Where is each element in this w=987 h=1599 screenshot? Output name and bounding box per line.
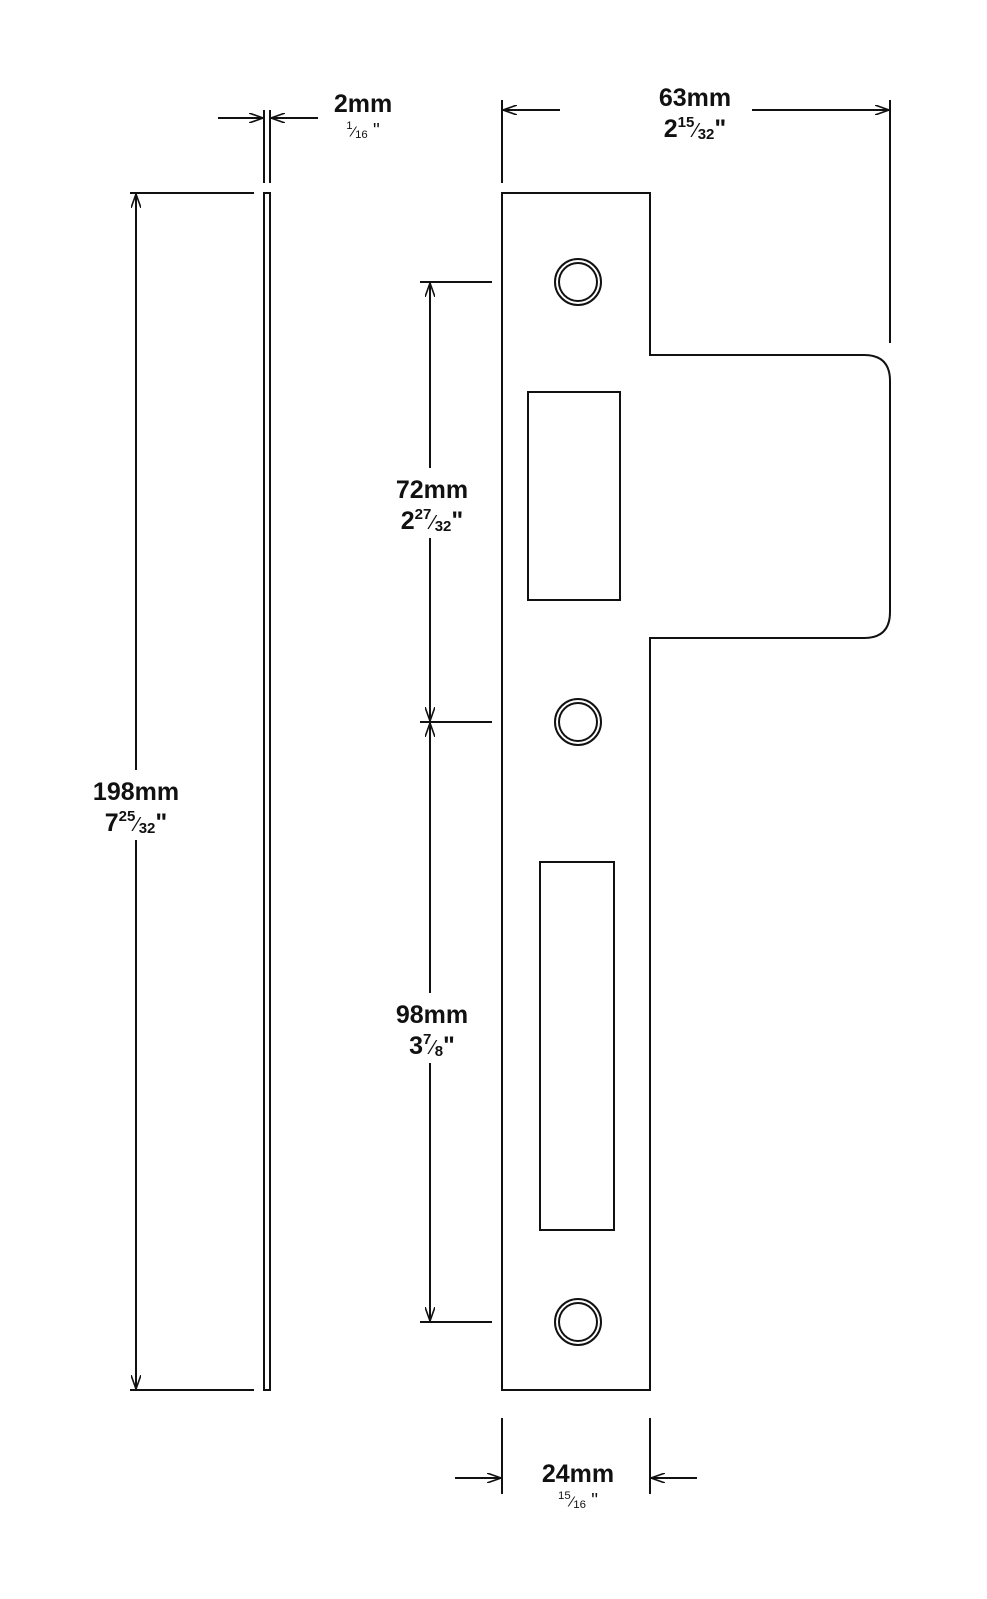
- overall-width-metric: 63mm: [658, 84, 732, 112]
- total-height-metric: 198mm: [92, 778, 180, 806]
- total-height-label: 198mm 725⁄32": [92, 778, 180, 837]
- screw-hole-bottom-inner: [558, 1302, 598, 1342]
- thickness-label: 2mm 1⁄16 ": [334, 92, 392, 142]
- overall-width-imperial: 215⁄32": [663, 114, 727, 143]
- screw-hole-top-inner: [558, 262, 598, 302]
- bolt-slot: [539, 861, 615, 1231]
- plate-width-label: 24mm 15⁄16 ": [542, 1462, 614, 1512]
- total-height-imperial: 725⁄32": [104, 808, 168, 837]
- top-spacing-metric: 72mm: [395, 476, 469, 504]
- front-view-plate: [501, 192, 891, 1391]
- plate-width-imperial: 15⁄16 ": [558, 1490, 598, 1512]
- bottom-spacing-metric: 98mm: [395, 1001, 469, 1029]
- thickness-imperial: 1⁄16 ": [346, 120, 380, 142]
- side-view-plate: [263, 192, 271, 1391]
- top-spacing-label: 72mm 227⁄32": [395, 476, 469, 535]
- latch-slot: [527, 391, 621, 601]
- bottom-spacing-imperial: 37⁄8": [409, 1031, 455, 1060]
- screw-hole-top-outer: [554, 258, 602, 306]
- thickness-metric: 2mm: [333, 90, 393, 118]
- screw-hole-bottom-outer: [554, 1298, 602, 1346]
- plate-width-metric: 24mm: [541, 1460, 615, 1488]
- bottom-spacing-label: 98mm 37⁄8": [395, 1001, 469, 1060]
- top-spacing-imperial: 227⁄32": [400, 506, 464, 535]
- screw-hole-middle-outer: [554, 698, 602, 746]
- screw-hole-middle-inner: [558, 702, 598, 742]
- overall-width-label: 63mm 215⁄32": [658, 84, 732, 143]
